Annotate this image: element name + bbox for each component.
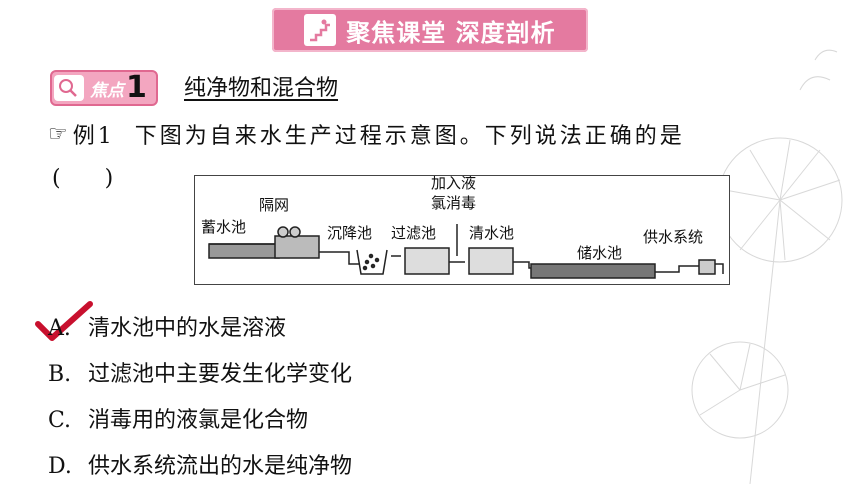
label-reservoir: 蓄水池 — [201, 218, 246, 236]
label-supply: 供水系统 — [643, 228, 703, 246]
answer-paren: ( ) — [52, 166, 114, 191]
label-filter: 过滤池 — [391, 224, 436, 242]
question-text: 下图为自来水生产过程示意图。下列说法正确的是 — [134, 124, 685, 149]
option-text: 过滤池中主要发生化学变化 — [88, 362, 353, 387]
label-chlorine-1: 加入液 — [431, 176, 476, 192]
water-process-diagram: 蓄水池 隔网 沉降池 过滤池 加入液 氯消毒 清水池 储水池 供水系统 — [194, 174, 730, 285]
question-line: ☞ 例1 下图为自来水生产过程示意图。下列说法正确的是 — [48, 118, 685, 150]
option-d[interactable]: D. 供水系统流出的水是纯净物 — [48, 448, 352, 480]
search-icon — [54, 75, 84, 101]
option-letter: B. — [48, 362, 72, 387]
label-sedimentation: 沉降池 — [327, 224, 372, 242]
option-letter: D. — [48, 454, 72, 479]
focus-number: 1 — [126, 70, 147, 105]
checkmark-icon — [35, 301, 93, 341]
focus-badge: 焦点 1 — [50, 70, 158, 106]
option-letter: A. — [48, 316, 71, 341]
example-number: 例1 — [72, 124, 115, 149]
option-text: 清水池中的水是溶液 — [88, 316, 287, 341]
option-text: 消毒用的液氯是化合物 — [88, 408, 309, 433]
banner-title: 聚焦课堂 深度剖析 — [346, 18, 556, 47]
topic-title: 纯净物和混合物 — [184, 76, 339, 101]
option-letter: C. — [48, 408, 72, 433]
label-chlorine-2: 氯消毒 — [431, 194, 476, 212]
label-storage: 储水池 — [577, 244, 622, 262]
label-clear-pool: 清水池 — [469, 224, 514, 242]
option-a[interactable]: A. 清水池中的水是溶液 — [48, 310, 286, 342]
pointing-hand-icon: ☞ — [48, 121, 71, 147]
label-screen: 隔网 — [259, 196, 289, 214]
stairs-icon — [304, 14, 337, 46]
option-b[interactable]: B. 过滤池中主要发生化学变化 — [48, 356, 352, 388]
focus-label: 焦点 — [90, 80, 124, 101]
option-text: 供水系统流出的水是纯净物 — [88, 454, 353, 479]
option-c[interactable]: C. 消毒用的液氯是化合物 — [48, 402, 308, 434]
section-banner: 聚焦课堂 深度剖析 — [272, 8, 588, 52]
